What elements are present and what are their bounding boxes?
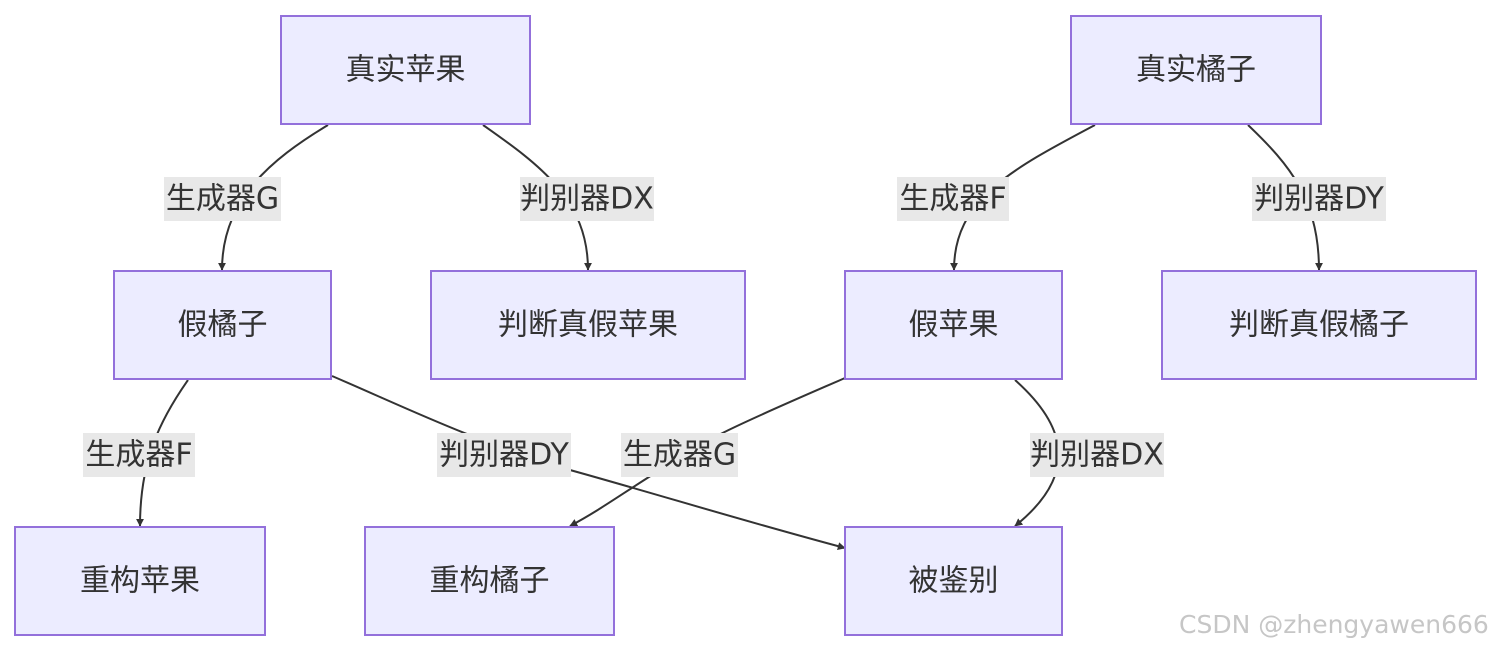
edge-label-discriminator-dx-1: 判别器DX [520, 177, 654, 221]
edge-label-generator-f-2: 生成器F [83, 433, 195, 477]
node-real-apple: 真实苹果 [280, 15, 531, 125]
edge-label-discriminator-dy-1: 判别器DY [1252, 177, 1386, 221]
node-judge-orange: 判断真假橘子 [1161, 270, 1477, 380]
svg-text:判断真假橘子: 判断真假橘子 [1229, 308, 1409, 343]
svg-text:假橘子: 假橘子 [178, 308, 268, 343]
svg-text:被鉴别: 被鉴别 [909, 564, 999, 599]
node-judge-apple: 判断真假苹果 [430, 270, 746, 380]
node-real-orange: 真实橘子 [1070, 15, 1322, 125]
svg-text:生成器G: 生成器G [166, 182, 279, 217]
node-discriminated: 被鉴别 [844, 526, 1063, 636]
svg-text:假苹果: 假苹果 [909, 308, 999, 343]
node-recon-apple: 重构苹果 [14, 526, 266, 636]
svg-text:判别器DX: 判别器DX [520, 182, 654, 217]
edge-label-generator-f-1: 生成器F [897, 177, 1009, 221]
edge-fake-orange-to-discriminated [331, 375, 846, 551]
svg-text:重构橘子: 重构橘子 [430, 564, 550, 599]
svg-text:生成器G: 生成器G [623, 438, 736, 473]
edge-label-discriminator-dy-2: 判别器DY [437, 433, 571, 477]
svg-text:判别器DY: 判别器DY [439, 438, 569, 473]
svg-text:真实橘子: 真实橘子 [1136, 53, 1256, 88]
node-fake-apple: 假苹果 [844, 270, 1063, 380]
svg-text:生成器F: 生成器F [899, 182, 1006, 217]
svg-text:判断真假苹果: 判断真假苹果 [498, 308, 678, 343]
svg-text:判别器DX: 判别器DX [1030, 438, 1164, 473]
svg-text:判别器DY: 判别器DY [1254, 182, 1384, 217]
edge-label-discriminator-dx-2: 判别器DX [1030, 433, 1164, 477]
watermark: CSDN @zhengyawen666 [1179, 610, 1489, 639]
node-recon-orange: 重构橘子 [364, 526, 615, 636]
edge-label-generator-g-1: 生成器G [164, 177, 281, 221]
svg-text:重构苹果: 重构苹果 [80, 564, 200, 599]
svg-text:生成器F: 生成器F [85, 438, 192, 473]
edge-label-generator-g-2: 生成器G [621, 433, 738, 477]
node-fake-orange: 假橘子 [113, 270, 332, 380]
svg-text:真实苹果: 真实苹果 [346, 53, 466, 88]
